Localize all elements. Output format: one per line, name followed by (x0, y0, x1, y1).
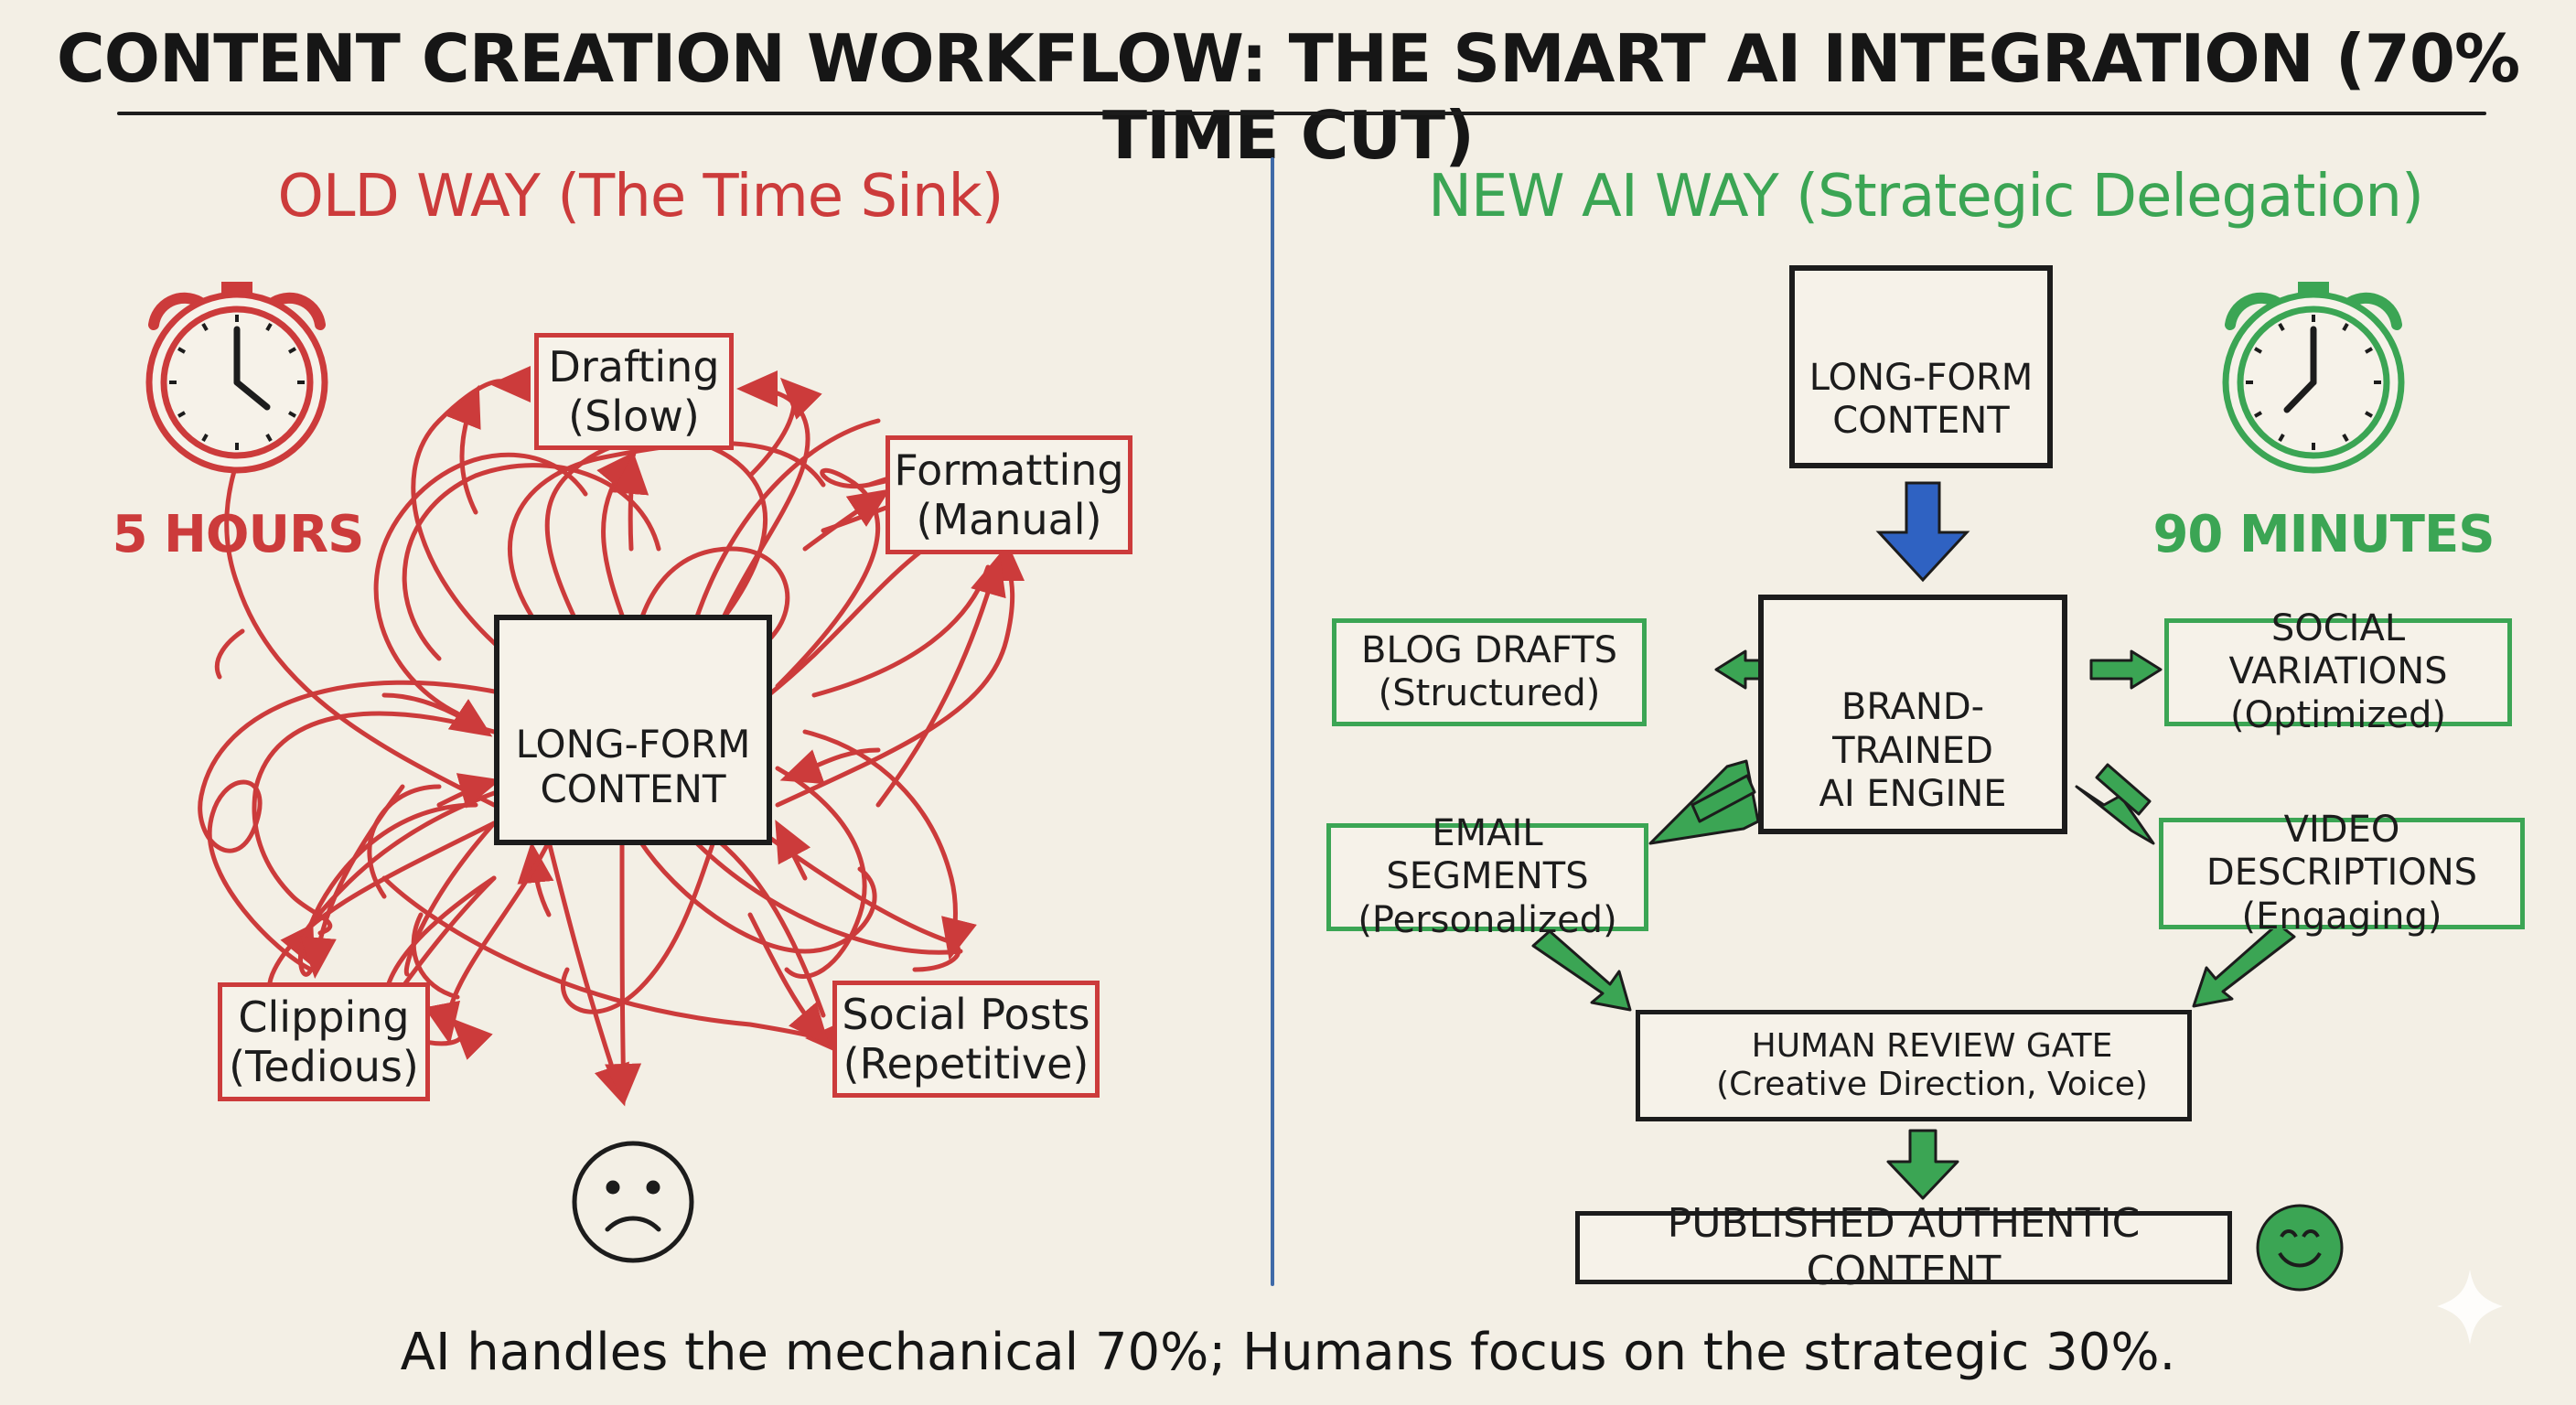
sad-face-icon (572, 1141, 694, 1263)
blog-drafts-box: BLOG DRAFTS (Structured) (1332, 618, 1647, 726)
clipping-box: Clipping (Tedious) (218, 982, 430, 1101)
node-arrows (299, 453, 1006, 1105)
old-way-heading: OLD WAY (The Time Sink) (277, 163, 1004, 231)
old-center-line1: LONG-FORM (515, 721, 751, 767)
new-way-time: 90 MINUTES (2152, 505, 2495, 564)
old-center-line2: CONTENT (540, 767, 726, 812)
old-long-form-content-box: LONG-FORM CONTENT (494, 615, 772, 845)
old-way-time: 5 HOURS (112, 505, 365, 564)
smiley-face-icon (2256, 1204, 2344, 1292)
social-variations-label: SOCIAL VARIATIONS (2228, 607, 2448, 693)
social-posts-sublabel: (Repetitive) (843, 1039, 1089, 1089)
social-variations-sublabel: (Optimized) (2230, 693, 2446, 736)
formatting-sublabel: (Manual) (916, 495, 1102, 544)
formatting-label: Formatting (894, 445, 1124, 495)
drafting-sublabel: (Slow) (568, 391, 700, 441)
email-segments-box: EMAIL SEGMENTS (Personalized) (1326, 812, 1648, 941)
video-label: VIDEO DESCRIPTIONS (2206, 809, 2478, 895)
video-descriptions-box: VIDEO DESCRIPTIONS (Engaging) (2159, 809, 2525, 938)
clipping-label: Clipping (238, 992, 410, 1042)
alarm-clock-icon-old (145, 282, 328, 474)
published-content-box: PUBLISHED AUTHENTIC CONTENT (1575, 1200, 2232, 1294)
footer-caption: AI handles the mechanical 70%; Humans fo… (400, 1323, 2176, 1382)
title-underline (117, 112, 2486, 115)
email-sublabel: (Personalized) (1358, 898, 1617, 941)
page-title: CONTENT CREATION WORKFLOW: THE SMART AI … (56, 20, 2520, 174)
blog-sublabel: (Structured) (1378, 672, 1601, 714)
social-posts-label: Social Posts (842, 989, 1090, 1039)
engine-line2: AI ENGINE (1819, 772, 2007, 815)
published-label: PUBLISHED AUTHENTIC CONTENT (1667, 1200, 2141, 1294)
social-posts-box: Social Posts (Repetitive) (832, 981, 1100, 1098)
sparkle-icon (2437, 1270, 2503, 1345)
formatting-box: Formatting (Manual) (886, 435, 1132, 554)
email-label: EMAIL SEGMENTS (1386, 812, 1589, 898)
new-source-line2: CONTENT (1832, 399, 2010, 442)
blue-down-arrow (1875, 481, 1970, 583)
new-source-line1: LONG-FORM (1809, 356, 2034, 399)
human-review-gate-box: HUMAN REVIEW GATE (Creative Direction, V… (1636, 1010, 2192, 1121)
drafting-box: Drafting (Slow) (534, 333, 734, 450)
social-variations-box: SOCIAL VARIATIONS (Optimized) (2164, 607, 2512, 736)
ai-engine-box: BRAND-TRAINED AI ENGINE (1758, 595, 2067, 834)
new-way-heading: NEW AI WAY (Strategic Delegation) (1428, 163, 2424, 231)
drafting-label: Drafting (548, 341, 720, 391)
video-sublabel: (Engaging) (2241, 895, 2442, 938)
review-label: HUMAN REVIEW GATE (1751, 1026, 2113, 1065)
engine-line1: BRAND-TRAINED (1832, 686, 1993, 772)
section-divider (1271, 157, 1274, 1286)
alarm-clock-icon-new (2222, 282, 2405, 474)
blog-label: BLOG DRAFTS (1361, 628, 1617, 671)
new-long-form-content-box: LONG-FORM CONTENT (1789, 265, 2053, 468)
clipping-sublabel: (Tedious) (229, 1042, 419, 1091)
review-sublabel: (Creative Direction, Voice) (1716, 1066, 2148, 1103)
